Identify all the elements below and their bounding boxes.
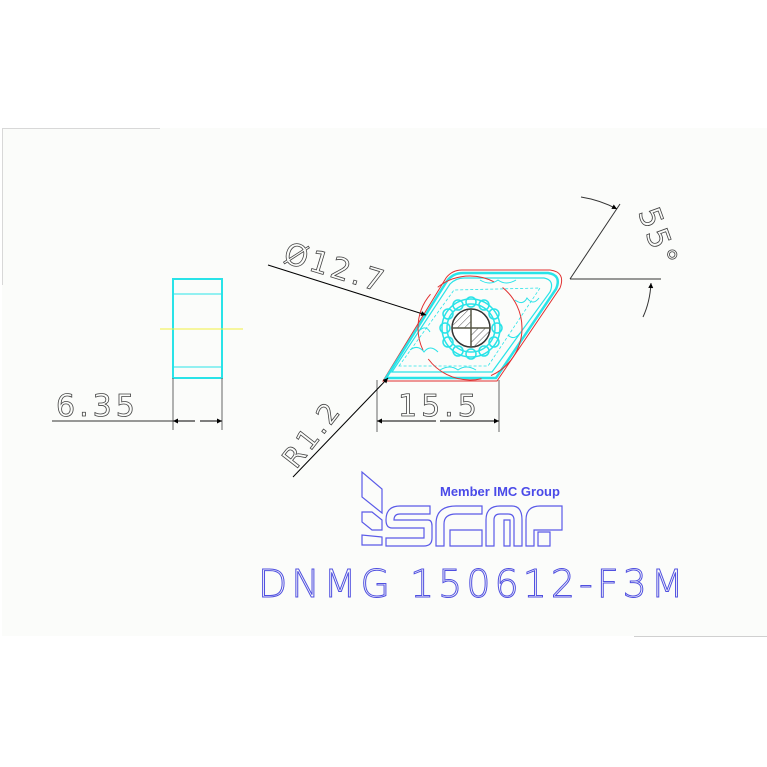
- thickness-label: 6.35: [56, 389, 139, 424]
- angle-dimension: [569, 196, 661, 318]
- angle-label: 55°: [630, 203, 684, 273]
- diameter-leader: [267, 264, 427, 316]
- side-view: [52, 278, 243, 430]
- sheet-border: [2, 128, 160, 129]
- sheet-border: [634, 636, 767, 637]
- logo-tagline: Member IMC Group: [440, 484, 560, 499]
- diameter-label: Ø12.7: [280, 236, 391, 300]
- length-dimension: [376, 380, 500, 432]
- radius-leader: [292, 377, 389, 478]
- sheet-border: [2, 128, 3, 285]
- top-view: [382, 269, 563, 382]
- part-code: DNMG 150612-F3M: [258, 562, 688, 607]
- radius-label: R1.2: [276, 394, 349, 474]
- iscar-logo: [361, 470, 563, 547]
- length-label: 15.5: [398, 389, 481, 424]
